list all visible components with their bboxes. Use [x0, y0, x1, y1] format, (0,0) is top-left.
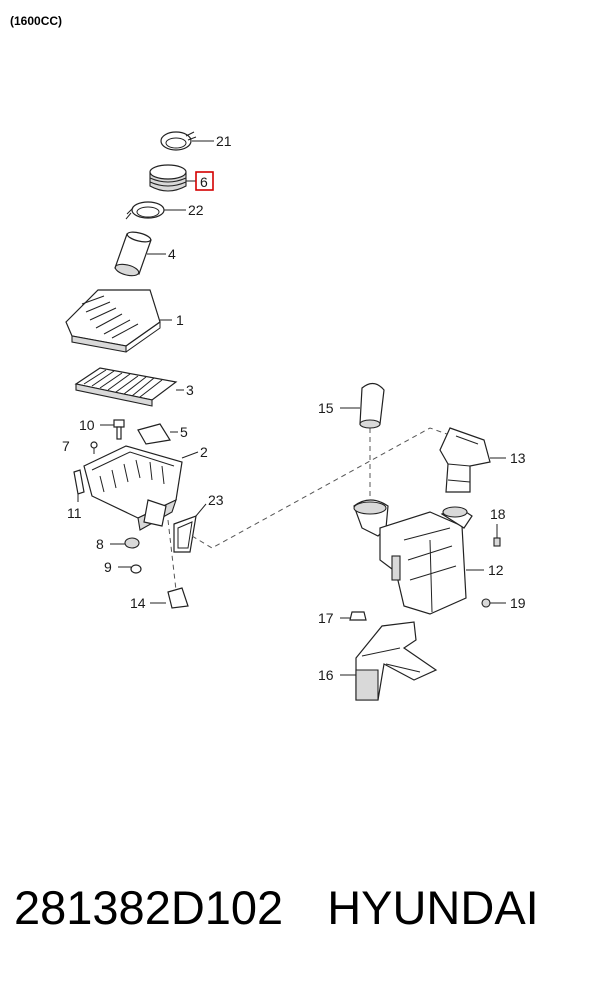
resonator	[353, 499, 484, 615]
callout-13: 13	[510, 450, 526, 466]
callout-19: 19	[510, 595, 526, 611]
grommet	[110, 537, 140, 549]
callout-2: 2	[200, 444, 208, 460]
nut	[481, 598, 506, 608]
bolt-lower	[340, 611, 367, 621]
engine-variant-label: (1600CC)	[10, 14, 63, 28]
callout-3: 3	[186, 382, 194, 398]
air-duct	[439, 427, 506, 493]
intake-hose	[149, 164, 214, 192]
callout-5: 5	[180, 424, 188, 440]
bracket	[137, 423, 178, 445]
brand-name: HYUNDAI	[327, 881, 539, 934]
callout-6[interactable]: 6	[200, 174, 208, 190]
callout-10: 10	[79, 417, 95, 433]
grommet-small	[118, 564, 142, 574]
resonator-bracket	[340, 621, 438, 701]
bolt	[100, 419, 125, 440]
part-info: 281382D102 HYUNDAI	[14, 880, 539, 935]
gasket	[173, 503, 207, 553]
callout-8: 8	[96, 536, 104, 552]
air-filter-element	[74, 367, 184, 407]
air-cleaner-cover	[65, 289, 172, 353]
callout-22: 22	[188, 202, 204, 218]
callout-7: 7	[62, 438, 70, 454]
callout-9: 9	[104, 559, 112, 575]
callout-11: 11	[67, 505, 82, 521]
highlight-box	[195, 171, 214, 191]
bolt-small	[90, 441, 98, 454]
hose-clamp-upper	[160, 131, 214, 151]
duct-elbow	[340, 382, 385, 429]
clip	[73, 469, 85, 502]
callout-23: 23	[208, 492, 224, 508]
callout-14: 14	[130, 595, 146, 611]
callout-12: 12	[488, 562, 504, 578]
callout-17: 17	[318, 610, 334, 626]
bolt-resonator	[493, 524, 501, 547]
callout-4: 4	[168, 246, 176, 262]
callout-18: 18	[490, 506, 506, 522]
part-number: 281382D102	[14, 881, 284, 934]
callout-15: 15	[318, 400, 334, 416]
hose-clamp-lower	[125, 201, 186, 220]
connection-line	[191, 427, 459, 549]
callout-1: 1	[176, 312, 184, 328]
callout-16: 16	[318, 667, 334, 683]
mounting-bracket	[150, 519, 189, 609]
intake-duct	[114, 231, 166, 277]
air-cleaner-body	[83, 445, 199, 531]
callout-21: 21	[216, 133, 232, 149]
